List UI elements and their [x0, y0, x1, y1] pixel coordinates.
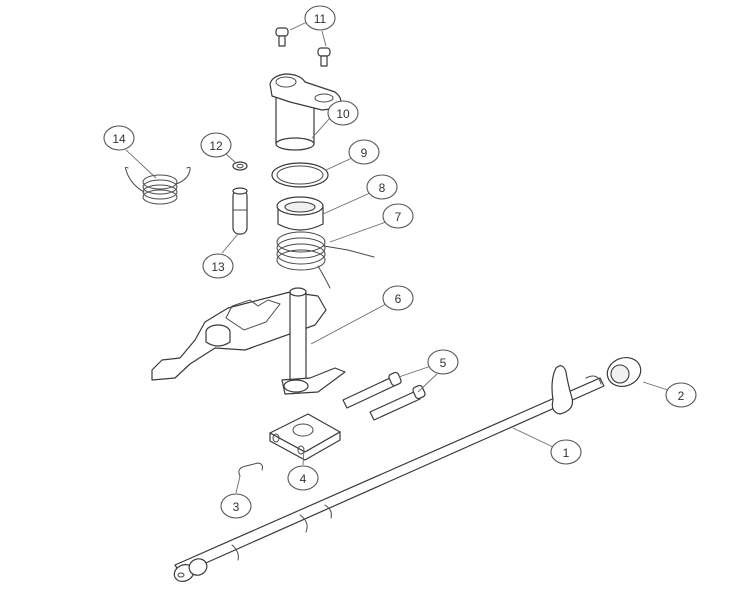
callout-label: 13	[211, 260, 225, 274]
part-shift-lever	[151, 287, 346, 395]
callout-label: 8	[379, 181, 386, 195]
callout-label: 5	[440, 356, 447, 370]
callout-10: 10	[327, 100, 359, 126]
part-pin	[232, 187, 248, 235]
part-torsion-spring	[276, 231, 375, 289]
callout-5: 5	[427, 349, 459, 375]
callout-label: 1	[563, 446, 570, 460]
callout-9: 9	[348, 139, 380, 165]
callout-label: 12	[209, 139, 223, 153]
callout-7: 7	[382, 203, 414, 229]
part-o-ring	[271, 162, 329, 188]
part-housing-arm	[269, 73, 342, 151]
callout-label: 9	[361, 146, 368, 160]
callout-label: 14	[112, 132, 126, 146]
part-screws	[275, 27, 331, 67]
callout-label: 3	[233, 500, 240, 514]
part-shift-shaft	[173, 365, 605, 582]
part-return-spring	[124, 166, 191, 205]
part-bolts	[342, 371, 426, 421]
callout-label: 11	[314, 12, 327, 26]
part-seal-ring	[606, 357, 642, 387]
callout-13: 13	[202, 253, 234, 279]
callout-label: 7	[395, 210, 402, 224]
callout-8: 8	[366, 174, 398, 200]
callout-label: 4	[300, 472, 307, 486]
part-circlip	[238, 462, 263, 477]
callout-label: 6	[395, 292, 402, 306]
callout-6: 6	[382, 285, 414, 311]
callout-4: 4	[287, 465, 319, 491]
callout-label: 10	[336, 107, 350, 121]
callout-2: 2	[665, 382, 697, 408]
callout-1: 1	[550, 439, 582, 465]
callout-12: 12	[200, 132, 232, 158]
callout-11: 11	[304, 5, 336, 31]
callout-14: 14	[103, 125, 135, 151]
part-bushing	[276, 196, 324, 231]
callout-3: 3	[220, 493, 252, 519]
part-guide-block	[269, 413, 341, 461]
part-washer	[232, 161, 248, 171]
leader-lines	[125, 21, 669, 494]
callout-label: 2	[678, 389, 685, 403]
